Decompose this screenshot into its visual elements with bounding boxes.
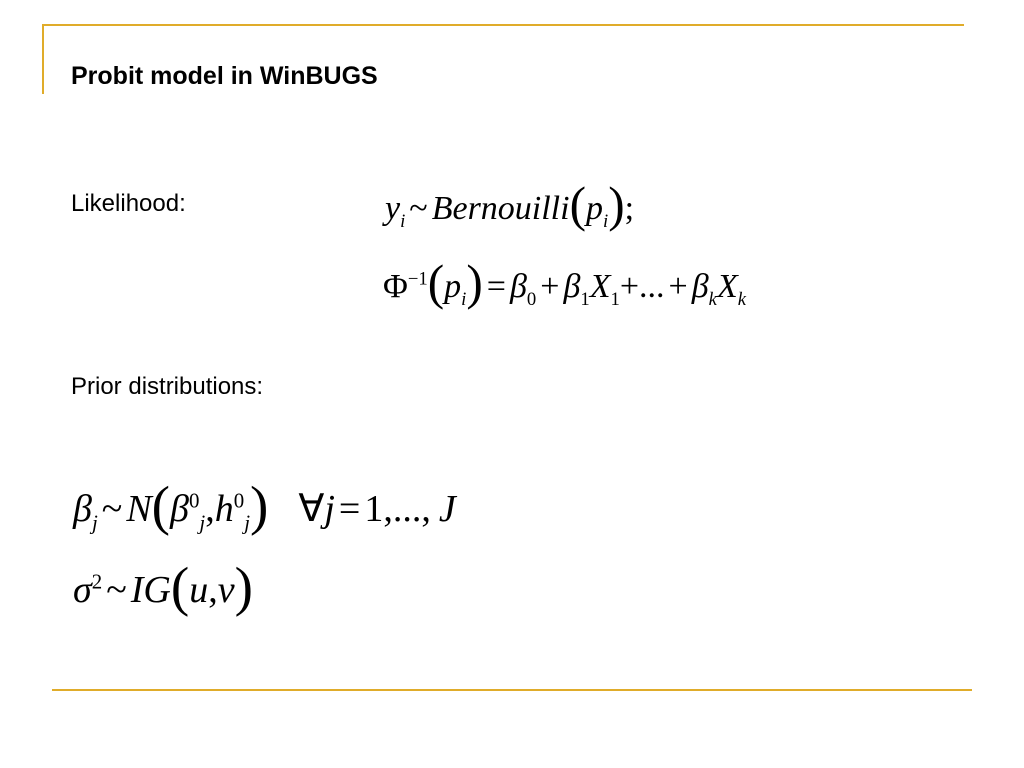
top-rule [44,24,964,26]
likelihood-equation-1: yi~Bernouilli(pi); [385,177,635,233]
likelihood-label: Likelihood: [71,190,186,217]
slide-title: Probit model in WinBUGS [71,62,378,90]
likelihood-equation-2: Φ−1(pi)=β0+β1X1+...+βkXk [383,255,747,311]
prior-equation-2: σ2~IG(u,v) [73,555,253,617]
left-rule [42,24,44,94]
bottom-rule [52,689,972,691]
prior-equation-1: βj~N(β0j,h0j)∀j=1,...,J [73,474,456,536]
prior-label: Prior distributions: [71,373,264,400]
